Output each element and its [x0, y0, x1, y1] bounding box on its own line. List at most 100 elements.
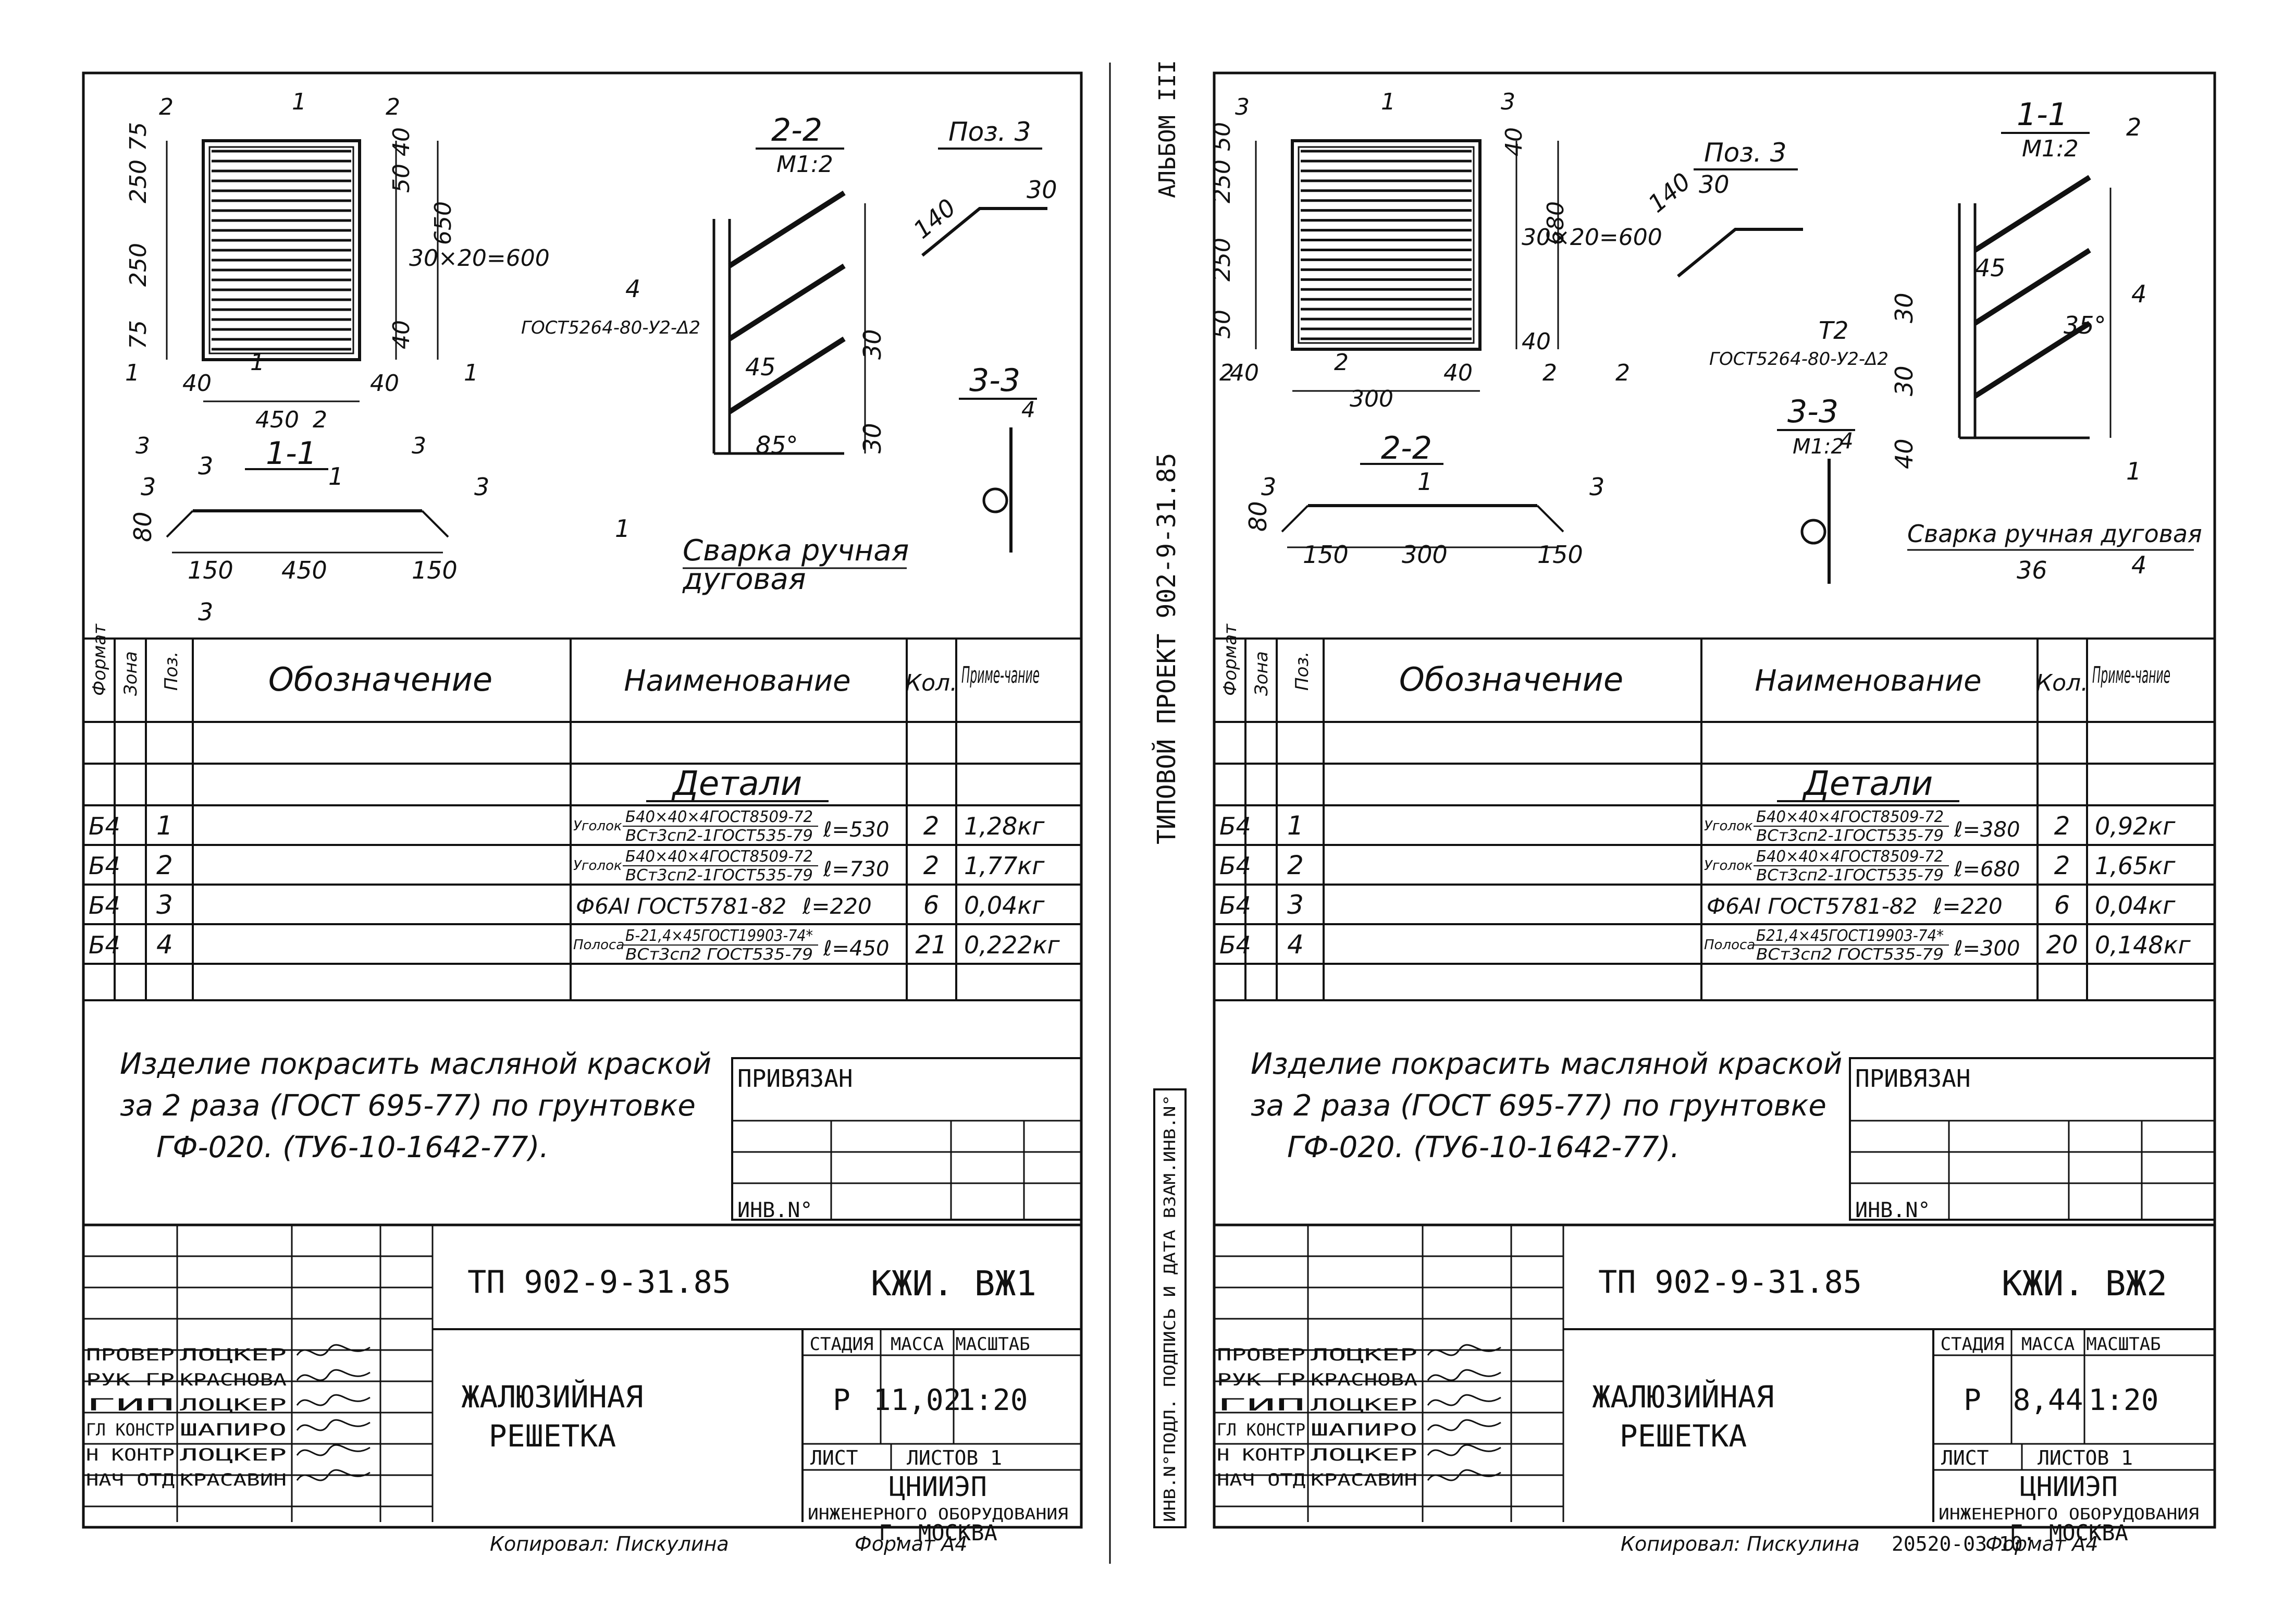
role-label: НАЧ ОТД: [1217, 1470, 1305, 1490]
section-label: 150: [412, 556, 458, 584]
cell-quantity: 21: [915, 930, 947, 960]
plan-dimension-label: 2: [1219, 360, 1234, 386]
role-label: ГЛ КОНСТР: [1217, 1420, 1305, 1440]
cell-length: ℓ=450: [823, 937, 889, 961]
header-designation: Обозначение: [268, 660, 492, 698]
cell-name-bottom: ВСт3сп2 ГОСТ535-79: [625, 946, 813, 964]
cell-format: Б4: [1219, 812, 1251, 840]
mass-header: МАССА: [2021, 1334, 2075, 1355]
inventory-label: ИНВ.N°: [737, 1198, 813, 1222]
person-name: ЛОЦКЕР: [180, 1445, 287, 1465]
bar-section-circle: [982, 487, 1008, 513]
section-flange-line: [166, 510, 194, 538]
plan-dimension-label: 40: [388, 320, 415, 349]
signature-mark: [296, 1369, 371, 1381]
cell-name-bottom: ВСт3сп2-1ГОСТ535-79: [625, 866, 813, 885]
cell-name-prefix: Уголок: [573, 818, 622, 834]
section-label: 30: [858, 329, 886, 360]
person-name: ЛОЦКЕР: [1311, 1445, 1417, 1465]
cell-quantity: 2: [2054, 851, 2070, 880]
plan-dimension-label: 30×20=600: [1522, 224, 1662, 251]
organization-name: ИНЖЕНЕРНОГО ОБОРУДОВАНИЯ: [808, 1505, 1068, 1524]
section-label: 300: [1402, 541, 1448, 569]
weld-note-text: Сварка ручная дуговая: [1907, 520, 2202, 548]
section-scale: М1:2: [776, 151, 833, 178]
paint-note-line: за 2 раза (ГОСТ 695-77) по грунтовке: [1251, 1089, 1826, 1123]
section-title: 1-1: [2017, 96, 2068, 133]
cell-position: 4: [1287, 929, 1304, 960]
project-number: ТП 902-9-31.85: [467, 1264, 731, 1301]
cell-length: ℓ=530: [823, 818, 889, 842]
role-label: НАЧ ОТД: [86, 1470, 175, 1490]
weld-note-text: Сварка ручная: [683, 534, 909, 568]
organization-city: Г. МОСКВА: [879, 1520, 997, 1546]
position-dimension: 140: [1643, 167, 1696, 218]
grating-outline: [1291, 139, 1482, 351]
person-name: ШАПИРО: [1311, 1420, 1417, 1440]
person-name: КРАСАВИН: [1311, 1470, 1417, 1490]
plan-dimension-label: 2: [1615, 360, 1630, 386]
copied-by: Копировал: Пискулина: [1621, 1532, 1860, 1555]
cell-note: 0,222кг: [964, 931, 1060, 959]
louver-strip-section: [728, 336, 846, 414]
position-dimension: 30: [1699, 170, 1730, 199]
cell-length: ℓ=730: [823, 857, 889, 881]
plan-dimension-label: 250: [1209, 238, 1236, 281]
section-label: 1: [615, 514, 630, 543]
drawing-code: КЖИ. ВЖ2: [2002, 1264, 2167, 1304]
section-label: 1: [328, 462, 343, 490]
signature-mark: [1427, 1369, 1501, 1381]
header-note: Приме-чание: [961, 662, 1040, 689]
cell-name-bottom: ВСт3сп2-1ГОСТ535-79: [625, 827, 813, 845]
cell-length: ℓ=680: [1954, 857, 2020, 881]
product-name: РЕШЕТКА: [1620, 1418, 1747, 1454]
section-label: ГОСТ5264-80-У2-Δ2: [521, 317, 700, 338]
grating-outline: [202, 139, 361, 361]
paint-note-line: Изделие покрасить масляной краской: [120, 1047, 711, 1081]
header-position: Поз.: [1292, 652, 1313, 691]
header-quantity: Кол.: [2036, 670, 2088, 696]
header-name: Наименование: [1755, 664, 1981, 698]
scale-value: 1:20: [958, 1383, 1028, 1417]
cell-note: 0,04кг: [964, 891, 1045, 919]
plan-dimension-label: 40: [1443, 360, 1473, 386]
role-label: Н КОНТР: [86, 1445, 175, 1465]
cell-name-top: Б-21,4×45ГОСТ19903-74*: [625, 927, 813, 945]
bound-title: ПРИВЯЗАН: [1855, 1064, 1971, 1093]
plan-dimension-label: 1: [292, 89, 306, 115]
person-name: ЛОЦКЕР: [180, 1395, 287, 1415]
cell-format: Б4: [1219, 852, 1251, 880]
bent-bar-shape: [1677, 228, 1803, 278]
plan-dimension-label: 250: [125, 160, 152, 203]
header-zone: Зона: [120, 651, 141, 696]
section-label: 45: [745, 353, 776, 381]
cell-name-top: Б40×40×4ГОСТ8509-72: [625, 848, 813, 866]
paper-format: Формат А4: [855, 1532, 967, 1555]
signature-mark: [1427, 1344, 1501, 1356]
cell-format: Б4: [89, 812, 120, 840]
section-label: 35°: [2064, 311, 2106, 339]
plan-dimension-label: 2: [159, 94, 174, 120]
plan-dimension-label: 40: [388, 127, 415, 156]
cell-format: Б4: [1219, 931, 1251, 959]
cell-name-bottom: ВСт3сп2 ГОСТ535-79: [1756, 946, 1944, 964]
header-format: Формат: [89, 623, 110, 696]
cell-quantity: 2: [923, 851, 940, 880]
cell-format: Б4: [89, 931, 120, 959]
organization-name: ИНЖЕНЕРНОГО ОБОРУДОВАНИЯ: [1939, 1505, 2199, 1524]
cell-name-top: Б40×40×4ГОСТ8509-72: [1756, 848, 1944, 866]
cell-name-top: Б40×40×4ГОСТ8509-72: [625, 808, 813, 826]
section-label: 80: [129, 511, 157, 542]
mass-value: 11,02: [873, 1383, 961, 1417]
position-title: Поз. 3: [1704, 138, 1786, 168]
cell-quantity: 20: [2046, 930, 2078, 960]
cell-format: Б4: [89, 891, 120, 919]
cell-position: 4: [156, 929, 173, 960]
louver-strip-section: [728, 263, 846, 341]
